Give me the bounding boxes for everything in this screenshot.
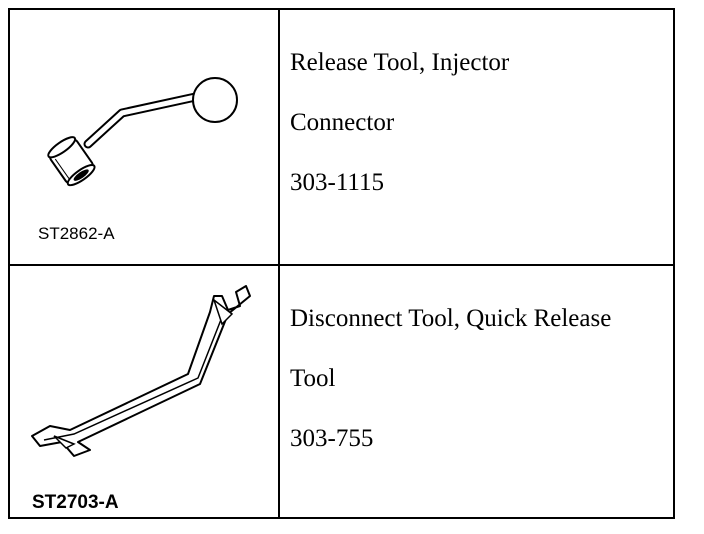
column-divider	[278, 10, 280, 517]
tool-table: ST2862-A Release Tool, Injector Connecto…	[8, 8, 675, 519]
part-number: 303-1115	[290, 169, 384, 196]
figure-code-st2862: ST2862-A	[38, 224, 115, 243]
tool-name-line2: Connector	[290, 109, 395, 136]
row-divider	[10, 264, 673, 266]
injector-release-tool-illustration	[47, 77, 238, 187]
quick-release-tool-cell: ST2703-A	[10, 266, 278, 519]
figure-code-st2703: ST2703-A	[32, 492, 119, 513]
injector-release-tool-cell: ST2862-A	[10, 10, 278, 264]
tool-name-line2: Tool	[290, 365, 336, 392]
part-number: 303-755	[290, 425, 374, 452]
tool-name-line1: Disconnect Tool, Quick Release	[290, 305, 612, 332]
tool-description-1: Release Tool, Injector Connector 303-111…	[290, 18, 509, 228]
quick-release-tool-illustration	[31, 285, 251, 457]
tool-name-line1: Release Tool, Injector	[290, 49, 510, 76]
tool-description-2: Disconnect Tool, Quick Release Tool 303-…	[290, 274, 611, 484]
